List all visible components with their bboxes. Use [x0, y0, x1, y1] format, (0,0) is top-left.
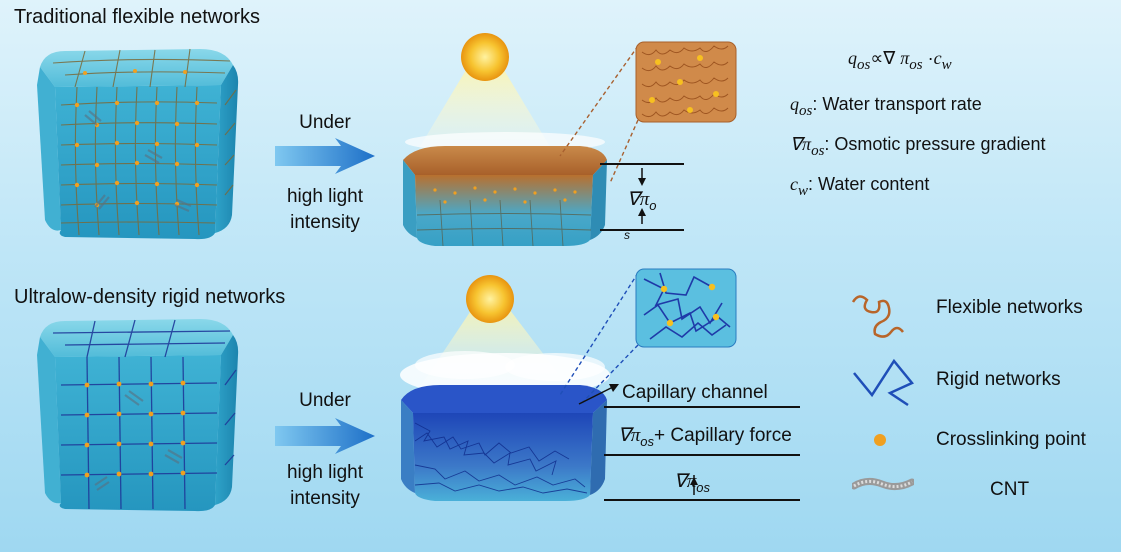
top-light-arrow — [275, 138, 375, 174]
definition-q: qos: Water transport rate — [790, 94, 982, 119]
flexible-gel-cube — [37, 48, 239, 240]
rigid-gel-cube — [37, 319, 239, 512]
capillary-force-label: ∇πos+ Capillary force — [618, 425, 792, 449]
bottom-gradient-label: ∇πos — [674, 471, 710, 495]
top-gradient-marker — [600, 163, 684, 231]
top-gradient-sub-s: s — [624, 228, 630, 242]
cnt-icon — [852, 477, 914, 491]
bottom-arrow-label-1: Under — [299, 390, 351, 411]
flexible-network-icon — [851, 295, 904, 338]
legend-flexible: Flexible networks — [936, 297, 1083, 318]
top-arrow-label-2: high light — [286, 186, 364, 207]
bottom-arrow-label-3: intensity — [290, 488, 360, 509]
capillary-pointer-arrow — [578, 384, 619, 405]
top-arrow-label-1: Under — [299, 112, 351, 133]
definition-gradient: ∇πos: Osmotic pressure gradient — [790, 134, 1046, 159]
bottom-title: Ultralow-density rigid networks — [14, 286, 286, 308]
flexible-gel-slab — [403, 132, 607, 247]
rigid-gel-slab — [400, 351, 610, 501]
bottom-light-arrow — [275, 418, 375, 454]
top-title: Traditional flexible networks — [14, 6, 261, 28]
definition-c: cw: Water content — [790, 174, 930, 199]
crosslink-icon — [874, 434, 886, 446]
rigid-network-zoom — [559, 268, 737, 406]
bottom-arrow-label-2: high light — [286, 462, 364, 483]
flexible-network-zoom — [559, 41, 737, 184]
legend-rigid: Rigid networks — [936, 369, 1061, 390]
bottom-layer-lines — [604, 406, 800, 501]
capillary-channel-label: Capillary channel — [622, 382, 768, 403]
main-equation: qos∝∇ πos ·cw — [848, 48, 952, 73]
top-gradient-label: ∇πo — [627, 189, 657, 213]
top-arrow-label-3: intensity — [290, 212, 360, 233]
legend-cnt: CNT — [990, 479, 1030, 500]
rigid-network-icon — [853, 358, 914, 407]
legend-crosslink: Crosslinking point — [936, 429, 1086, 450]
